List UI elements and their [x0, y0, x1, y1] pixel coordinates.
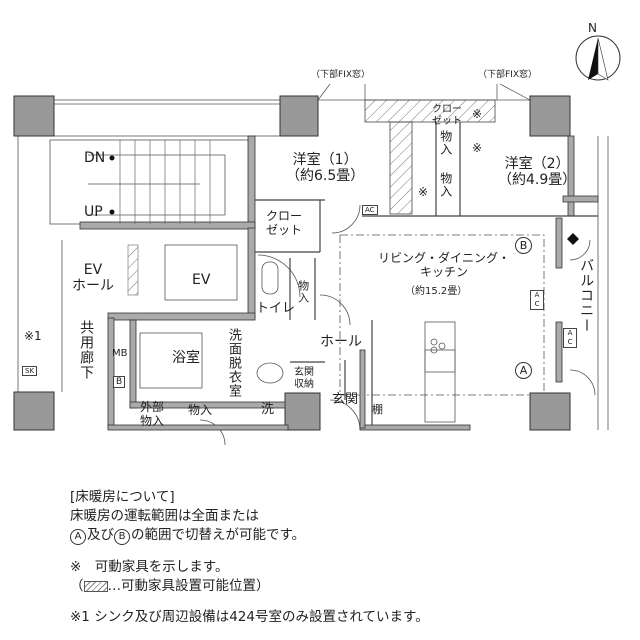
washer-label: 洗 — [261, 402, 275, 417]
note-line1: 床暖房の運転範囲は全面または — [70, 508, 259, 524]
sink-note-mark: ※1 — [24, 329, 42, 343]
western-room-1-label: 洋室（1） （約6.5畳） — [286, 152, 365, 185]
bath-storage-label: 物入 — [188, 403, 213, 417]
north-compass-icon — [575, 35, 621, 81]
movable-mark-3: ※ — [418, 185, 429, 199]
note-and: 及び — [87, 527, 114, 543]
sink-note: ※1 シンク及び周辺設備は424号室のみ設置されています。 — [70, 609, 429, 625]
top-closet-label: クロー ゼット — [432, 104, 462, 127]
elevator-label: EV — [192, 272, 211, 288]
movable-mark-2: ※ — [472, 141, 483, 155]
entrance-label: 玄関 — [332, 392, 359, 407]
storage-b-label: 物入 — [438, 172, 453, 198]
hatch-legend-icon — [83, 580, 108, 592]
zone-a-mark: A — [70, 529, 86, 545]
note-paren: （ — [70, 578, 84, 594]
movable-furniture-note: ※ 可動家具を示します。 （ …可動家具設置可能位置） — [70, 558, 270, 596]
north-label: N — [588, 21, 597, 35]
fix-window-label-left: （下部FIX窓） — [311, 70, 370, 80]
note-movable: ※ 可動家具を示します。 — [70, 559, 229, 575]
mb-label: MB — [112, 348, 128, 359]
bathroom-label: 浴室 — [172, 350, 200, 366]
common-corridor-label: 共用廊下 — [78, 320, 95, 380]
toilet-storage-label: 物入 — [296, 280, 310, 304]
ac-label-room1: AC — [362, 205, 378, 216]
floor-heating-zone-a: A — [515, 362, 532, 379]
hall-label: ホール — [320, 334, 362, 350]
ldk-size-label: （約15.2畳） — [405, 286, 468, 297]
stairs-down-label: DN — [84, 150, 106, 166]
note-movable-position: （ …可動家具設置可能位置） — [70, 577, 270, 596]
stairs-up-label: UP — [84, 204, 103, 220]
storage-a-label: 物入 — [438, 130, 453, 156]
western-room-2-label: 洋室（2） （約4.9畳） — [498, 156, 577, 189]
zone-b-mark: B — [114, 529, 130, 545]
toilet-label: トイレ — [256, 301, 296, 316]
ac-label-ldk: AC — [530, 290, 545, 310]
ev-hall-label: EV ホール — [72, 262, 114, 295]
ldk-label: リビング・ダイニング・ キッチン — [378, 251, 511, 279]
entry-storage-label: 玄関 収納 — [294, 367, 314, 390]
b-label: B — [113, 376, 126, 389]
outer-storage-label: 外部 物入 — [140, 400, 165, 428]
movable-mark-1: ※ — [472, 107, 483, 121]
ac-label-balcony: AC — [563, 328, 578, 348]
shelf-label: 棚 — [372, 403, 383, 416]
sk-label: SK — [22, 366, 38, 377]
washroom-label: 洗面脱衣室 — [225, 328, 241, 398]
balcony-label: バルコニー — [578, 258, 595, 333]
closet-label: クロー ゼット — [266, 209, 303, 237]
note-heading: [床暖房について] — [70, 489, 175, 505]
note-movable-pos-text: …可動家具設置可能位置） — [107, 578, 270, 594]
note-line2-end: の範囲で切替えが可能です。 — [131, 527, 306, 543]
floor-heating-zone-b: B — [515, 237, 532, 254]
fix-window-label-right: （下部FIX窓） — [478, 70, 537, 80]
